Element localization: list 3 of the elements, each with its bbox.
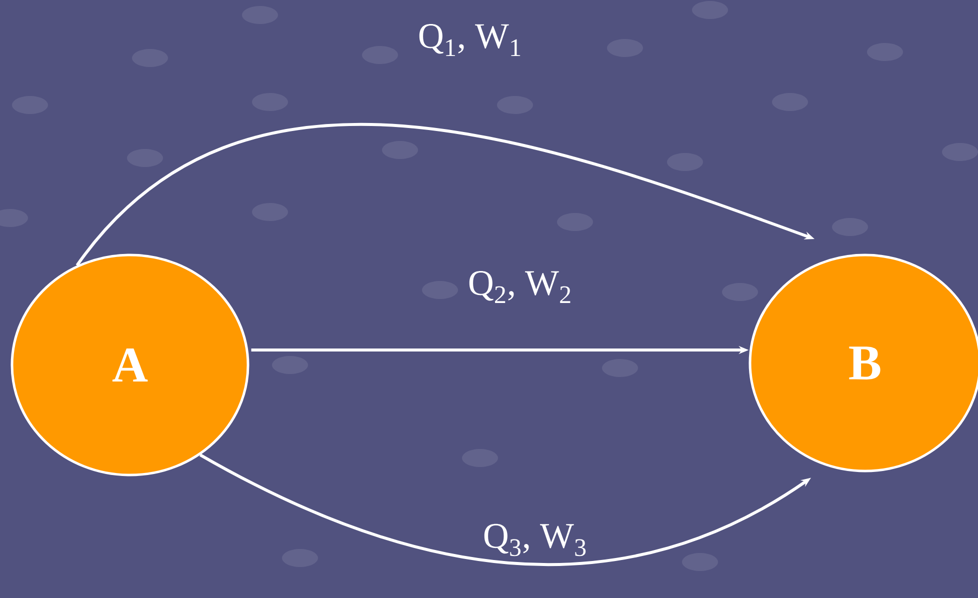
edge-label: Q$_{3}$, W$_{3}$ (484, 524, 586, 556)
edge-label: Q$_{2}$, W$_{2}$ (469, 271, 570, 303)
edge-label: Q$_{1}$, W$_{1}$ (419, 24, 520, 56)
